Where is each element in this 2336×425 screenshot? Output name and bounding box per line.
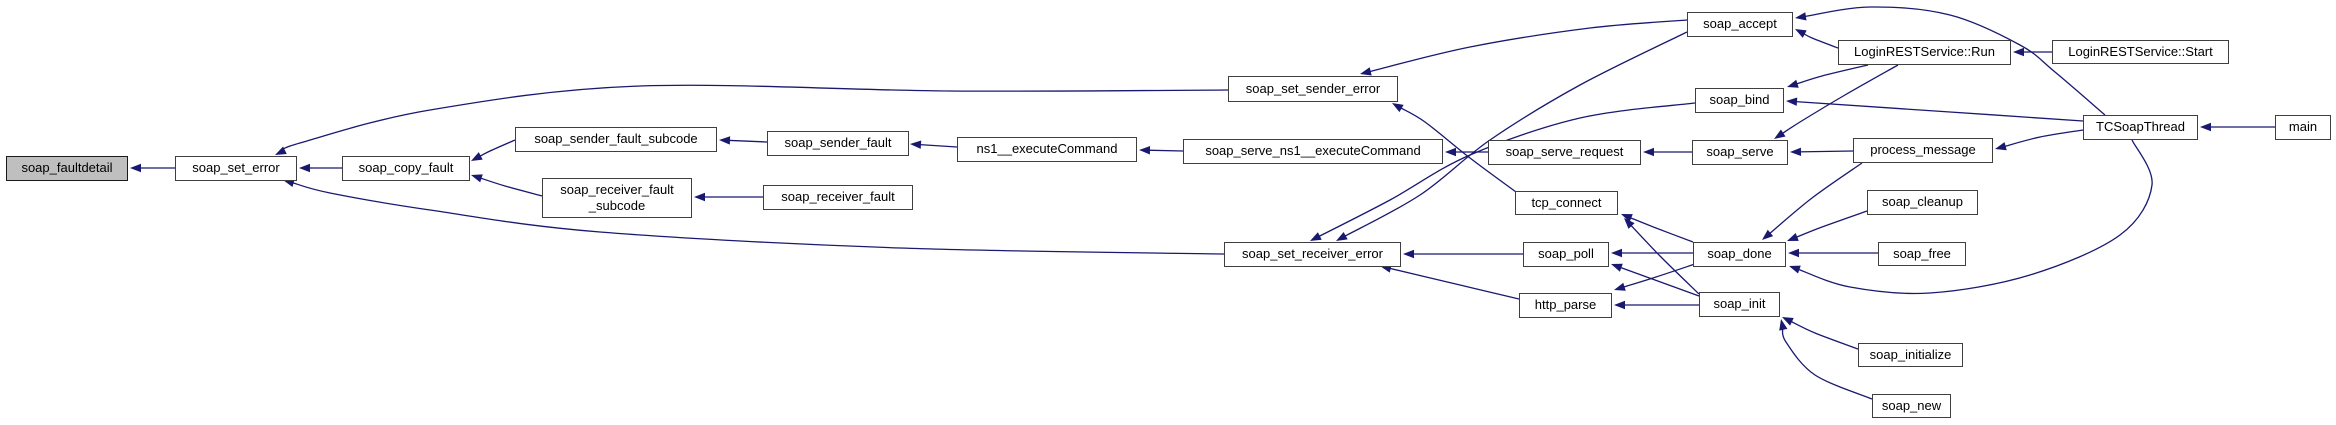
node-soap_serve_ns1__executeCommand[interactable]: soap_serve_ns1__executeCommand	[1183, 139, 1443, 164]
arrowhead-soap_bind-to-soap_set_receiver_error	[1310, 232, 1322, 241]
node-tcp_connect[interactable]: tcp_connect	[1515, 191, 1618, 215]
arrowhead-soap_cleanup-to-soap_done	[1787, 233, 1799, 241]
edge-soap_init-to-soap_poll	[1618, 266, 1700, 297]
arrowhead-TCSoapThread-to-soap_accept	[1795, 12, 1807, 21]
arrowhead-soap_accept-to-soap_set_receiver_error	[1336, 232, 1348, 241]
arrowhead-tcp_connect-to-soap_set_sender_error	[1392, 103, 1404, 113]
arrowhead-soap_serve_request-to-soap_serve_ns1__executeCommand	[1445, 147, 1456, 157]
edge-process_message-to-soap_done	[1767, 162, 1863, 236]
node-soap_sender_fault[interactable]: soap_sender_fault	[767, 131, 909, 156]
node-soap_receiver_fault[interactable]: soap_receiver_fault	[763, 185, 913, 210]
arrowhead-soap_free-to-soap_done	[1788, 248, 1799, 258]
arrowhead-LoginRESTService_Run-to-soap_serve	[1774, 129, 1786, 139]
edge-LoginRESTService_Run-to-soap_bind	[1794, 64, 1869, 86]
edge-TCSoapThread-to-process_message	[2002, 129, 2084, 148]
arrowhead-soap_init-to-http_parse	[1614, 300, 1625, 310]
arrowhead-TCSoapThread-to-soap_done	[1789, 265, 1801, 274]
arrowhead-soap_initialize-to-soap_init	[1782, 317, 1794, 326]
arrowhead-soap_copy_fault-to-soap_set_error	[299, 163, 310, 173]
edge-soap_set_sender_error-to-soap_set_error	[281, 84, 1229, 153]
edge-TCSoapThread-to-soap_bind	[1793, 100, 2084, 122]
arrowhead-soap_receiver_fault-to-soap_receiver_fault_subcode	[694, 192, 705, 202]
arrowhead-ns1__executeCommand-to-soap_sender_fault	[910, 140, 922, 149]
node-soap_done[interactable]: soap_done	[1693, 242, 1786, 267]
edge-LoginRESTService_Run-to-soap_serve	[1780, 64, 1899, 136]
node-http_parse[interactable]: http_parse	[1519, 293, 1612, 318]
arrowhead-soap_new-to-soap_init	[1779, 319, 1788, 331]
edge-soap_sender_fault_subcode-to-soap_copy_fault	[477, 139, 516, 158]
edge-process_message-to-soap_serve	[1797, 150, 1854, 153]
edge-soap_initialize-to-soap_init	[1788, 319, 1859, 350]
edge-soap_set_receiver_error-to-soap_set_error	[290, 181, 1225, 255]
edge-TCSoapThread-to-soap_accept	[1802, 6, 2106, 116]
node-soap_init[interactable]: soap_init	[1699, 292, 1780, 317]
node-soap_serve[interactable]: soap_serve	[1692, 140, 1788, 165]
arrowhead-TCSoapThread-to-process_message	[1995, 142, 2007, 151]
arrowhead-soap_done-to-tcp_connect	[1621, 214, 1633, 222]
node-soap_accept[interactable]: soap_accept	[1687, 12, 1793, 37]
arrowhead-soap_init-to-soap_poll	[1611, 263, 1623, 272]
node-soap_free[interactable]: soap_free	[1878, 242, 1966, 266]
node-soap_set_error[interactable]: soap_set_error	[175, 156, 297, 181]
edge-soap_new-to-soap_init	[1781, 326, 1873, 400]
node-soap_sender_fault_subcode[interactable]: soap_sender_fault_subcode	[515, 127, 717, 152]
arrowhead-soap_poll-to-soap_set_receiver_error	[1403, 249, 1414, 259]
node-soap_poll[interactable]: soap_poll	[1523, 242, 1609, 267]
node-soap_bind[interactable]: soap_bind	[1695, 88, 1784, 113]
edge-ns1__executeCommand-to-soap_sender_fault	[917, 143, 958, 148]
arrowhead-soap_accept-to-soap_set_sender_error	[1360, 67, 1372, 76]
node-TCSoapThread[interactable]: TCSoapThread	[2083, 115, 2198, 140]
edge-soap_bind-to-soap_set_receiver_error	[1316, 102, 1696, 238]
arrowhead-soap_sender_fault_subcode-to-soap_copy_fault	[471, 152, 483, 161]
arrowhead-LoginRESTService_Run-to-soap_accept	[1795, 29, 1807, 38]
node-LoginRESTService_Run[interactable]: LoginRESTService::Run	[1838, 40, 2011, 65]
arrowhead-LoginRESTService_Start-to-LoginRESTService_Run	[2013, 47, 2024, 57]
edge-soap_done-to-tcp_connect	[1628, 216, 1694, 243]
edge-soap_receiver_fault_subcode-to-soap_copy_fault	[478, 176, 543, 197]
edge-soap_init-to-tcp_connect	[1629, 223, 1700, 295]
edge-soap_accept-to-soap_set_receiver_error	[1342, 31, 1688, 238]
arrowhead-soap_done-to-http_parse	[1614, 282, 1626, 291]
arrowhead-soap_set_error-to-soap_faultdetail	[130, 163, 141, 173]
node-soap_faultdetail: soap_faultdetail	[6, 156, 128, 181]
edge-soap_serve_ns1__executeCommand-to-ns1__executeCommand	[1146, 149, 1184, 152]
edge-soap_cleanup-to-soap_done	[1794, 210, 1868, 239]
edge-http_parse-to-soap_set_receiver_error	[1387, 267, 1520, 300]
edge-LoginRESTService_Run-to-soap_accept	[1801, 32, 1839, 49]
arrowhead-LoginRESTService_Run-to-soap_bind	[1787, 79, 1799, 88]
node-ns1__executeCommand[interactable]: ns1__executeCommand	[957, 137, 1137, 162]
node-soap_copy_fault[interactable]: soap_copy_fault	[342, 156, 470, 181]
edge-TCSoapThread-to-soap_done	[1796, 139, 2153, 295]
node-soap_new[interactable]: soap_new	[1872, 394, 1951, 418]
node-soap_set_receiver_error[interactable]: soap_set_receiver_error	[1224, 242, 1401, 267]
node-main[interactable]: main	[2275, 115, 2331, 140]
edge-soap_done-to-http_parse	[1621, 263, 1696, 289]
edge-tcp_connect-to-soap_set_sender_error	[1398, 106, 1517, 193]
node-soap_set_sender_error[interactable]: soap_set_sender_error	[1228, 76, 1398, 102]
arrowhead-soap_serve-to-soap_serve_request	[1643, 147, 1654, 157]
edge-soap_accept-to-soap_set_sender_error	[1367, 19, 1688, 73]
node-soap_serve_request[interactable]: soap_serve_request	[1488, 140, 1641, 165]
arrowhead-soap_serve_ns1__executeCommand-to-ns1__executeCommand	[1139, 146, 1151, 155]
node-process_message[interactable]: process_message	[1853, 138, 1993, 163]
edge-soap_sender_fault-to-soap_sender_fault_subcode	[726, 139, 768, 143]
node-soap_initialize[interactable]: soap_initialize	[1858, 343, 1963, 367]
node-LoginRESTService_Start[interactable]: LoginRESTService::Start	[2052, 40, 2229, 64]
arrowhead-soap_init-to-tcp_connect	[1624, 218, 1635, 229]
arrowhead-soap_sender_fault-to-soap_sender_fault_subcode	[719, 136, 731, 145]
arrowhead-main-to-TCSoapThread	[2200, 122, 2211, 132]
node-soap_cleanup[interactable]: soap_cleanup	[1867, 190, 1978, 215]
arrowhead-TCSoapThread-to-soap_bind	[1786, 97, 1798, 106]
arrowhead-process_message-to-soap_done	[1762, 229, 1774, 240]
arrowhead-soap_receiver_fault_subcode-to-soap_copy_fault	[471, 174, 483, 183]
node-soap_receiver_fault_subcode[interactable]: soap_receiver_fault _subcode	[542, 178, 692, 218]
arrowhead-soap_set_sender_error-to-soap_set_error	[275, 146, 287, 155]
arrowhead-process_message-to-soap_serve	[1790, 147, 1802, 157]
arrowhead-soap_done-to-soap_poll	[1611, 248, 1622, 258]
